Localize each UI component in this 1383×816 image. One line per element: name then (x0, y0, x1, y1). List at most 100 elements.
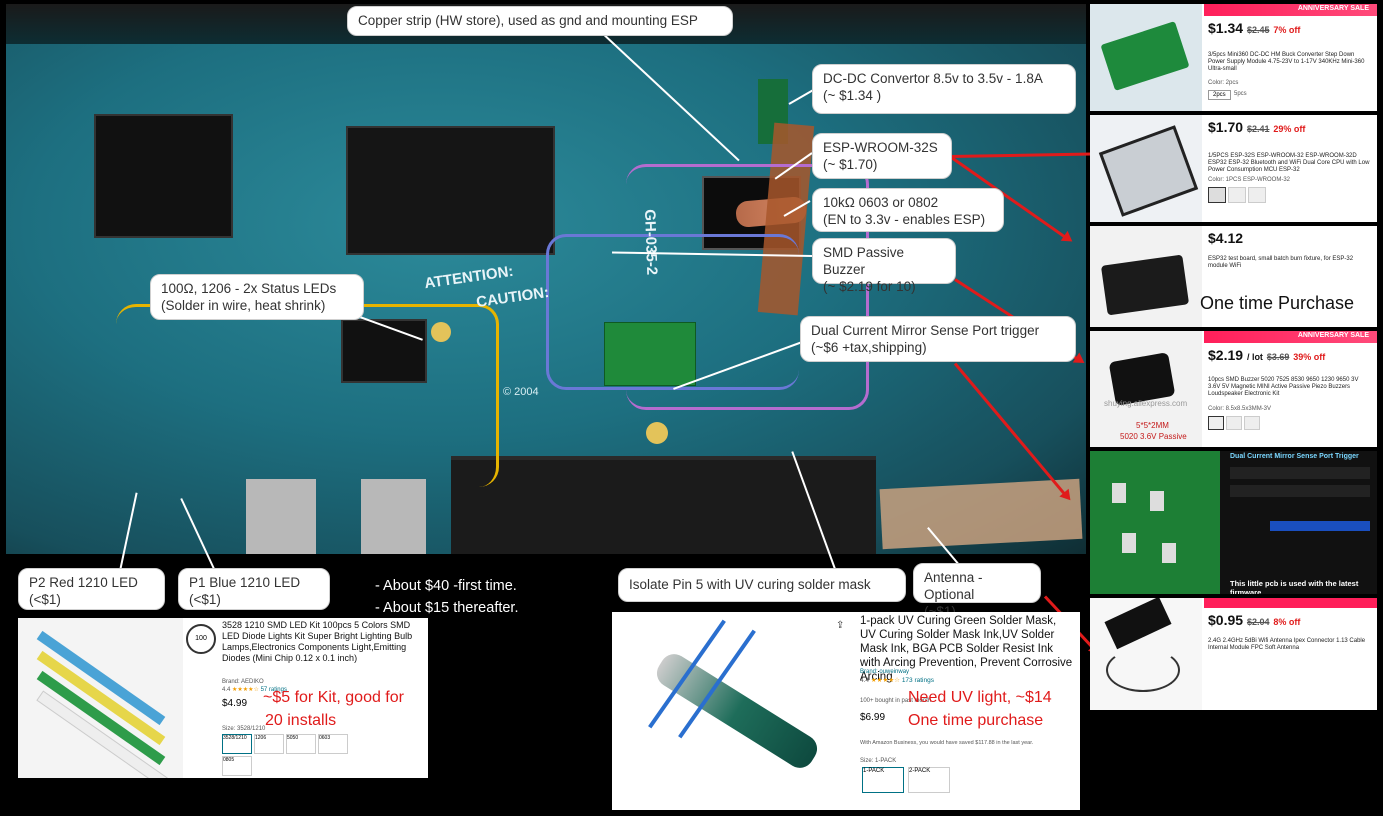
blue-wire (546, 234, 799, 390)
discount: 8% off (1273, 617, 1301, 627)
option-swatch[interactable] (1244, 416, 1260, 430)
size-option[interactable]: 0805 (222, 756, 252, 776)
buzzer-image (1108, 352, 1176, 406)
uv-mask-image (612, 612, 852, 810)
callout-resistor: 10kΩ 0603 or 0802 (EN to 3.3v - enables … (812, 188, 1004, 232)
product-image-dcdc (1090, 4, 1202, 111)
size-option[interactable]: 0603 (318, 734, 348, 754)
price-field (1230, 467, 1370, 479)
pcb-chip-left (94, 114, 233, 238)
mirror-footer-text: This little pcb is used with the latest … (1230, 579, 1359, 594)
led-brand[interactable]: Brand: AEDIKO (222, 679, 264, 685)
pack-option[interactable]: 1-PACK (862, 767, 904, 793)
share-icon[interactable]: ⇪ (836, 620, 845, 631)
size-option[interactable]: 5050 (286, 734, 316, 754)
product-title-esp: 1/5PCS ESP-32S ESP-WROOM-32 ESP-WROOM-32… (1208, 153, 1370, 173)
add-to-cart-button[interactable] (1270, 521, 1370, 531)
uv-bought: 100+ bought in past month (860, 698, 932, 704)
buzzer-caption-size: 5*5*2MM (1136, 421, 1169, 430)
old-price: $2.04 (1246, 617, 1270, 627)
option-2pcs[interactable]: 2pcs (1208, 90, 1231, 100)
esp-module-image (1098, 125, 1199, 217)
option-5pcs[interactable]: 5pcs (1234, 91, 1247, 97)
price-dcdc: $1.34 $2.45 7% off (1208, 20, 1300, 36)
uv-business-note: With Amazon Business, you would have sav… (860, 740, 1034, 746)
product-card-dcdc: ANNIVERSARY SALE $1.34 $2.45 7% off 3/5p… (1090, 4, 1377, 111)
purple-wire (626, 164, 869, 410)
pcb-caution-text: CAUTION: (475, 283, 551, 312)
size-option[interactable]: 1206 (254, 734, 284, 754)
product-image-esp (1090, 115, 1202, 222)
one-time-purchase-label: One time Purchase (1200, 293, 1355, 313)
led-strip (36, 670, 166, 766)
pcb-attention-text: ATTENTION: (423, 262, 515, 293)
test-board-image (1100, 254, 1190, 316)
product-title-board: ESP32 test board, small batch burn fixtu… (1208, 256, 1354, 269)
product-title-dcdc: 3/5pcs Mini360 DC-DC HM Buck Converter S… (1208, 52, 1365, 72)
led-install-note: 20 installs (265, 712, 337, 729)
product-image-board (1090, 226, 1202, 327)
amazon-led-listing: 100 3528 1210 SMD LED Kit 100pcs 5 Color… (18, 618, 428, 778)
color-label-dcdc: Color: 2pcs (1208, 80, 1239, 86)
uv-rating: 4.4 ★★★★☆ 173 ratings (860, 676, 934, 684)
price-unit: / lot (1246, 352, 1263, 362)
color-label-esp: Color: 1PCS ESP-WROOM-32 (1208, 177, 1291, 183)
price-value: $1.70 (1208, 119, 1244, 135)
pcb-chip-main (346, 126, 555, 255)
option-field[interactable] (1230, 485, 1370, 497)
amazon-uv-listing: ⇪ 1-pack UV Curing Green Solder Mask, UV… (612, 612, 1080, 810)
price-board: $4.12 (1208, 230, 1244, 246)
option-swatch[interactable] (1228, 187, 1246, 203)
uv-light-note: Need UV light, ~$14 (908, 689, 1052, 706)
old-price: $3.69 (1266, 352, 1290, 362)
price-value: $2.19 (1208, 347, 1244, 363)
uv-price: $6.99 (860, 712, 886, 723)
price-esp: $1.70 $2.41 29% off (1208, 119, 1305, 135)
led-title[interactable]: 3528 1210 SMD LED Kit 100pcs 5 Colors SM… (222, 620, 413, 663)
mirror-pcb (604, 322, 696, 386)
product-title-antenna: 2.4G 2.4GHz 5dBi Wifi Antenna Ipex Conne… (1208, 638, 1366, 651)
callout-p1-led: P1 Blue 1210 LED (<$1) (178, 568, 330, 610)
pcb-board-text: GH-035-2 (641, 209, 661, 276)
buzzer-caption-type: 5020 3.6V Passive (1120, 432, 1187, 441)
cost-note-after: - About $15 thereafter. (375, 600, 519, 616)
rating-value: 4.4 (222, 687, 231, 693)
badge-icon: 100 (186, 624, 216, 654)
antenna-image (1104, 598, 1172, 650)
antenna-cable-image (1106, 648, 1180, 692)
component-image (1122, 533, 1136, 553)
color-label-buzzer: Color: 8.5x8.5x3MM-3V (1208, 406, 1272, 412)
uv-title[interactable]: 1-pack UV Curing Green Solder Mask, UV C… (860, 615, 1073, 683)
callout-esp: ESP-WROOM-32S (~ $1.70) (812, 133, 952, 179)
pack-option[interactable]: 2-PACK (908, 767, 950, 793)
callout-isolate-pin: Isolate Pin 5 with UV curing solder mask (618, 568, 906, 602)
cost-notes: - About $40 -first time. - About $15 the… (375, 575, 519, 619)
pcb-chip-small (341, 319, 427, 383)
option-swatch[interactable] (1248, 187, 1266, 203)
product-image-mirror (1090, 451, 1220, 594)
callout-p2-led: P2 Red 1210 LED (<$1) (18, 568, 165, 610)
mount-hole (646, 422, 668, 444)
product-card-antenna: $0.95 $2.04 8% off 2.4G 2.4GHz 5dBi Wifi… (1090, 598, 1377, 710)
option-swatch[interactable] (1226, 416, 1242, 430)
ratings-link[interactable]: 57 ratings (260, 687, 287, 693)
usb-port-2 (361, 479, 426, 554)
product-image-buzzer: shuying.aliexpress.com 5*5*2MM 5020 3.6V… (1090, 331, 1202, 447)
stars-icon: ★★★★☆ (870, 677, 900, 684)
mount-hole (431, 322, 451, 342)
price-value: $1.34 (1208, 20, 1244, 36)
callout-status-leds: 100Ω, 1206 - 2x Status LEDs (Solder in w… (150, 274, 364, 320)
controller-ports (451, 456, 876, 554)
pcb-year-text: © 2004 (503, 386, 539, 398)
option-swatch[interactable] (1208, 416, 1224, 430)
sale-banner: ANNIVERSARY SALE (1204, 4, 1377, 16)
sale-banner-text: ANNIVERSARY SALE (1297, 5, 1369, 12)
ratings-link[interactable]: 173 ratings (901, 677, 934, 684)
option-swatch[interactable] (1208, 187, 1226, 203)
product-card-buzzer: shuying.aliexpress.com 5*5*2MM 5020 3.6V… (1090, 331, 1377, 447)
led-price: $4.99 (222, 698, 248, 709)
uv-brand[interactable]: Brand: ouweinway (860, 669, 910, 675)
usb-port-1 (246, 479, 316, 554)
size-option[interactable]: 3528/1210 (222, 734, 252, 754)
led-kit-image (18, 618, 183, 778)
